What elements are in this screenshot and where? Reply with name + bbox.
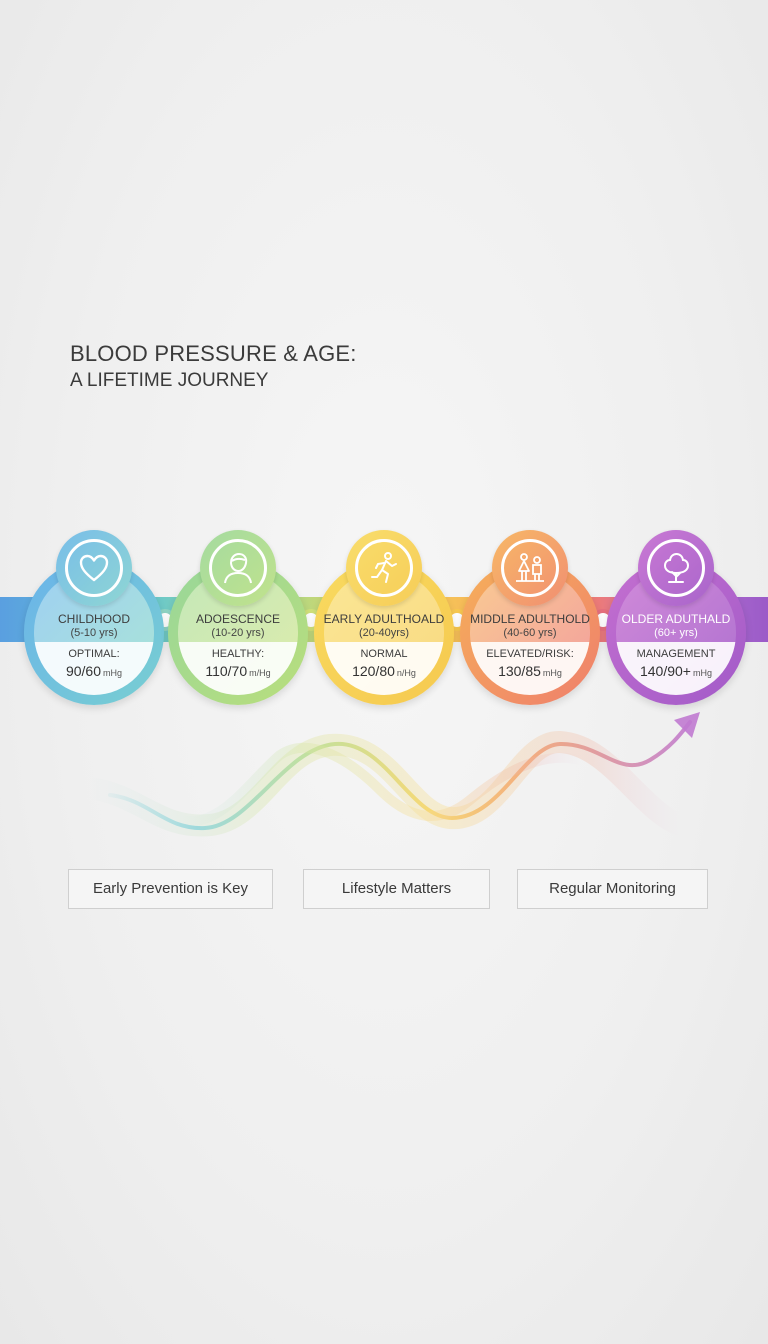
takeaway-box: Regular Monitoring (517, 869, 708, 909)
stage-icon-badge (638, 530, 714, 606)
title-block: BLOOD PRESSURE & AGE: A LIFETIME JOURNEY (70, 340, 357, 394)
stage-status: MANAGEMENT (636, 648, 716, 660)
stage-inner (616, 570, 736, 695)
stage-older-adulthood: OLDER ADUTHALD (60+ yrs) MANAGEMENT 140/… (606, 530, 746, 708)
bp-unit: mHg (542, 668, 562, 678)
bp-value: 140/90+ (639, 663, 691, 679)
stage-icon-badge (346, 530, 422, 606)
bp-unit: n/Hg (396, 668, 416, 678)
stage-reading: 140/90+mHg (606, 663, 746, 679)
stage-icon-badge (200, 530, 276, 606)
stage-status: OPTIMAL: (68, 648, 120, 660)
stage-status: NORMAL (360, 648, 408, 660)
stage-age-range: (5-10 yrs) (70, 627, 118, 639)
bp-value: 90/60 (65, 663, 102, 679)
stage-status: HEALTHY: (211, 648, 265, 660)
stage-inner (34, 570, 154, 695)
stage-age-range: (20-40yrs) (358, 627, 410, 639)
family-icon (516, 553, 544, 582)
teen-person-icon (224, 552, 252, 584)
takeaway-box: Lifestyle Matters (303, 869, 490, 909)
stage-icon-badge (492, 530, 568, 606)
stage-name: ADOESCENCE (195, 612, 281, 626)
stage-name: CHILDHOOD (57, 612, 130, 626)
running-person-icon (371, 552, 397, 583)
stage-age-range: (10-20 yrs) (211, 627, 265, 639)
tree-icon (663, 552, 690, 583)
stage-name: MIDDLE ADULTHOLD (470, 612, 590, 626)
stage-age-range: (60+ yrs) (654, 627, 698, 639)
trend-wave-arrow (79, 712, 700, 837)
bp-unit: mHg (692, 668, 712, 678)
stage-status: ELEVATED/RISK: (486, 648, 574, 660)
stage-icon-badge (56, 530, 132, 606)
page-subtitle: A LIFETIME JOURNEY (70, 370, 269, 391)
bp-value: 110/70 (205, 663, 248, 679)
stage-middle-adulthood: MIDDLE ADULTHOLD (40-60 yrs) ELEVATED/RI… (460, 530, 600, 708)
stage-inner (178, 570, 298, 695)
stage-name: OLDER ADUTHALD (621, 612, 731, 626)
takeaway-box: Early Prevention is Key (68, 869, 273, 909)
bp-unit: m/Hg (249, 668, 271, 678)
heart-icon (79, 554, 109, 582)
stage-inner (470, 570, 590, 695)
bp-unit: mHg (103, 668, 123, 678)
stage-name: EARLY ADULTHOALD (323, 612, 445, 626)
bp-value: 120/80 (352, 663, 395, 679)
bp-value: 130/85 (498, 663, 541, 679)
stage-early-adulthood: EARLY ADULTHOALD (20-40yrs) NORMAL 120/8… (314, 530, 454, 708)
page-title: BLOOD PRESSURE & AGE: (70, 341, 357, 366)
stage-age-range: (40-60 yrs) (503, 627, 557, 639)
